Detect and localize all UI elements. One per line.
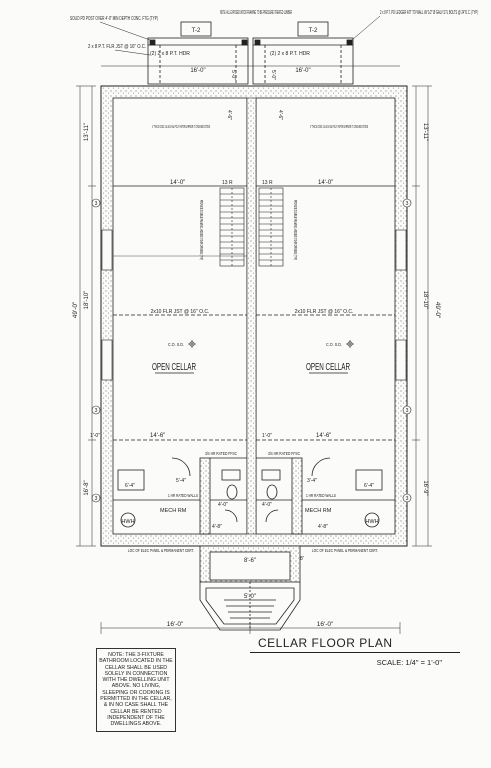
room-open-cellar-right: OPEN CELLAR (306, 362, 350, 373)
dim-sm-c-right: 4'-0" (262, 502, 272, 508)
rear-decks (147, 21, 354, 85)
co-sd-left: C.O. S.D. (168, 342, 184, 348)
dim-gap-left: 1'-0" (90, 433, 100, 439)
dim-right-3: 16'-9" (422, 480, 428, 495)
elec-panel-right: LOC OF ELEC PANEL & PERMANENT CERT. (312, 548, 378, 553)
dim-deck-width-right: 16'-0" (295, 68, 310, 74)
mech-room-left: MECH RM (160, 508, 187, 514)
dim-entry-width: 8'-6" (244, 558, 256, 564)
framing-note-right: PROVIDE DOUBLE FRAMING AROUND STAIR OPEN… (293, 200, 298, 260)
stair-left (219, 187, 245, 267)
hwh-left: HWH (121, 519, 134, 525)
grid-tag-r2: 3 (406, 408, 409, 414)
stair-risers-right: 13 R (262, 180, 273, 186)
grid-tag-l1: 3 (95, 201, 98, 207)
elec-panel-left: LOC OF ELEC PANEL & PERMANENT CERT. (128, 548, 194, 553)
grid-tag-r1: 3 (406, 201, 409, 207)
slab-note-right: 4" THICK CONC. SLAB 4 MIL POLY VAPOR BAR… (310, 124, 368, 129)
dim-sm-d-left: 6'-4" (125, 483, 135, 489)
dim-deck-width-left: 16'-0" (190, 68, 205, 74)
grid-tag-l2: 3 (95, 408, 98, 414)
tag-t2-left: T-2 (192, 28, 201, 34)
mech-room-right: MECH RM (305, 508, 332, 514)
service-rooms (113, 457, 395, 535)
note-ledger: 2 x 8 P.T. PD LEDGER ATT TO WALL W/ 1/2"… (380, 10, 478, 16)
rated-ffsc-right: 3/4 HR RATED FFSC (268, 451, 301, 456)
framing-note-left: PROVIDE DOUBLE FRAMING AROUND STAIR OPEN… (199, 200, 204, 260)
note-exposed-wood: NOTE: ALL EXPOSED WOOD FRAMING TO BE PRE… (220, 10, 292, 16)
drawing-scale: SCALE: 1/4" = 1'-0" (376, 658, 442, 667)
dim-sm-c-left: 4'-0" (218, 502, 228, 508)
dim-deck-depth-right: 5'-0" (270, 70, 276, 80)
rated-walls-right: 1 HR RATED WALLS (306, 493, 336, 498)
dim-deck-depth-left: 5'-0" (230, 70, 236, 80)
rated-walls-left: 1 HR RATED WALLS (168, 493, 198, 498)
deck-right (252, 37, 354, 85)
stair-risers-left: 13 R (222, 180, 233, 186)
dim-sm-b: 3'-4" (307, 478, 317, 484)
stair-right (258, 187, 284, 267)
dim-sm-e-left: 4'-8" (212, 524, 222, 530)
room-open-cellar-left: OPEN CELLAR (152, 362, 196, 373)
front-entry (199, 545, 301, 631)
dim-sm-e-right: 4'-8" (318, 524, 328, 530)
dim-bottom-left: 16'-0" (167, 621, 184, 628)
dim-sm-a: 5'-4" (176, 478, 186, 484)
co-sd-right: C.O. S.D. (326, 342, 342, 348)
dim-bottom-right: 16'-0" (317, 621, 334, 628)
title-block: CELLAR FLOOR PLAN SCALE: 1/4" = 1'-0" (250, 636, 460, 667)
dim-cellar-width-right: 14'-6" (316, 433, 331, 439)
note-post-over: SOLID PD POST OVER 4'-0" MIN DEPTH CONC.… (70, 16, 158, 22)
joist-note-right: 2x10 FLR JST @ 16" O.C. (295, 309, 354, 315)
dim-left-3: 16'-8" (84, 480, 90, 495)
dim-slab-depth-right: 4'-6" (277, 110, 283, 120)
slab-note-left: 4" THICK CONC. SLAB 4 MIL POLY VAPOR BAR… (152, 124, 210, 129)
grid-tag-r3: 3 (406, 496, 409, 502)
dim-slab-width-left: 14'-0" (170, 180, 185, 186)
dim-right-2: 18'-10" (422, 291, 428, 310)
dim-sm-d-right: 6'-4" (364, 483, 374, 489)
dimension-lines (76, 65, 432, 634)
hwh-right: HWH (365, 519, 378, 525)
grid-tag-l3: 3 (95, 496, 98, 502)
dim-slab-width-right: 14'-0" (318, 180, 333, 186)
dim-right-1: 13'-11" (422, 123, 428, 141)
dim-gap-mid: 1'-0" (262, 433, 272, 439)
joist-note-left: 2x10 FLR JST @ 16" O.C. (151, 309, 210, 315)
dim-slab-depth-left: 4'-6" (226, 110, 232, 120)
rated-ffsc-left: 3/4 HR RATED FFSC (205, 451, 238, 456)
dim-entry-lower: 5'-0" (244, 594, 256, 600)
dim-right-total: 49'-0" (434, 302, 441, 319)
tag-t2-right: T-2 (309, 28, 318, 34)
dim-left-1: 13'-11" (84, 123, 90, 141)
deck-left (147, 37, 249, 85)
dim-cellar-width-left: 14'-6" (150, 433, 165, 439)
foundation-walls (100, 85, 408, 547)
note-joist-left: 2 x 8 P.T. FLR JST @ 16" O.C. (88, 44, 146, 50)
header-note-right: (2) 2 x 8 P.T. HDR (270, 51, 310, 57)
dim-left-2: 18'-10" (84, 291, 90, 310)
header-note-left: (2) 2 x 8 P.T. HDR (150, 51, 190, 57)
bathroom-note: NOTE: THE 3-FIXTURE BATHROOM LOCATED IN … (96, 648, 176, 732)
drawing-title: CELLAR FLOOR PLAN (250, 636, 460, 653)
dim-entry-depth: 8' (300, 556, 304, 562)
dim-left-total: 49'-0" (72, 301, 79, 318)
